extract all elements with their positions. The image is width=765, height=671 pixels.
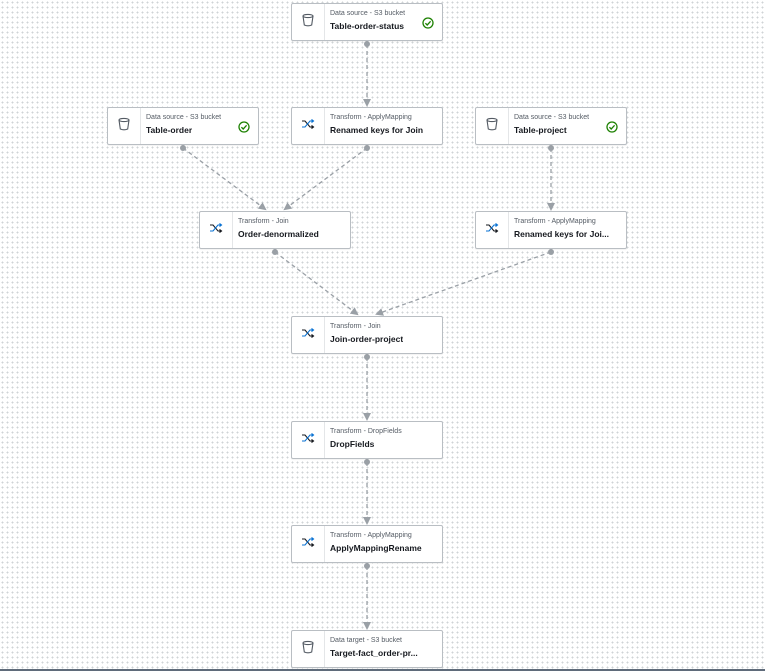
- node-table-order[interactable]: Data source - S3 bucket Table-order: [107, 107, 259, 145]
- edge-order_denorm-to-join_order_project: [274, 251, 359, 316]
- node-title: ApplyMappingRename: [330, 543, 422, 553]
- node-renamed-keys-for-join-2[interactable]: Transform - ApplyMapping Renamed keys fo…: [475, 211, 627, 249]
- edge-renamed_join2-to-join_order_project: [375, 251, 552, 316]
- shuffle-icon: [301, 431, 315, 450]
- node-kind-label: Data source - S3 bucket: [514, 114, 590, 121]
- node-title: Table-project: [514, 125, 567, 135]
- bucket-icon: [117, 117, 131, 136]
- node-kind-label: Transform - Join: [330, 323, 381, 330]
- node-join-order-project[interactable]: Transform - Join Join-order-project: [291, 316, 443, 354]
- edge-source-port[interactable]: [364, 459, 370, 465]
- node-table-order-status[interactable]: Data source - S3 bucket Table-order-stat…: [291, 3, 443, 41]
- node-kind-label: Data source - S3 bucket: [330, 10, 406, 17]
- edge-source-port[interactable]: [272, 249, 278, 255]
- check-icon: [238, 120, 250, 133]
- node-icon-cell: [476, 212, 509, 248]
- edge-source-port[interactable]: [548, 145, 554, 151]
- node-title: DropFields: [330, 439, 375, 449]
- edge-source-port[interactable]: [180, 145, 186, 151]
- node-icon-cell: [292, 526, 325, 562]
- node-title: Table-order-status: [330, 21, 404, 31]
- node-icon-cell: [200, 212, 233, 248]
- check-icon: [422, 16, 434, 29]
- node-renamed-keys-for-join[interactable]: Transform - ApplyMapping Renamed keys fo…: [291, 107, 443, 145]
- node-title: Join-order-project: [330, 334, 404, 344]
- shuffle-icon: [301, 326, 315, 345]
- node-kind-label: Transform - ApplyMapping: [330, 532, 412, 539]
- edge-source-port[interactable]: [364, 354, 370, 360]
- node-icon-cell: [292, 631, 325, 667]
- node-title: Order-denormalized: [238, 229, 319, 239]
- node-dropfields[interactable]: Transform - DropFields DropFields: [291, 421, 443, 459]
- node-kind-label: Data source - S3 bucket: [146, 114, 222, 121]
- bucket-icon: [301, 640, 315, 659]
- node-kind-label: Transform - ApplyMapping: [514, 218, 596, 225]
- edge-table_order-to-order_denorm: [182, 147, 267, 211]
- node-kind-label: Transform - DropFields: [330, 428, 402, 435]
- node-icon-cell: [108, 108, 141, 144]
- node-target-fact-order[interactable]: Data target - S3 bucket Target-fact_orde…: [291, 630, 443, 668]
- node-kind-label: Data target - S3 bucket: [330, 637, 402, 644]
- node-icon-cell: [292, 4, 325, 40]
- node-title: Renamed keys for Join: [330, 125, 424, 135]
- bucket-icon: [301, 13, 315, 32]
- bottom-divider: [0, 669, 765, 671]
- edge-source-port[interactable]: [364, 145, 370, 151]
- node-order-denormalized[interactable]: Transform - Join Order-denormalized: [199, 211, 351, 249]
- edge-source-port[interactable]: [548, 249, 554, 255]
- node-icon-cell: [292, 422, 325, 458]
- node-title: Table-order: [146, 125, 193, 135]
- node-kind-label: Transform - Join: [238, 218, 289, 225]
- edge-source-port[interactable]: [364, 563, 370, 569]
- edge-source-port[interactable]: [364, 41, 370, 47]
- check-icon: [606, 120, 618, 133]
- node-kind-label: Transform - ApplyMapping: [330, 114, 412, 121]
- node-icon-cell: [292, 108, 325, 144]
- node-icon-cell: [292, 317, 325, 353]
- node-table-project[interactable]: Data source - S3 bucket Table-project: [475, 107, 627, 145]
- shuffle-icon: [301, 117, 315, 136]
- node-title: Target-fact_order-pr...: [330, 648, 418, 658]
- shuffle-icon: [301, 535, 315, 554]
- node-icon-cell: [476, 108, 509, 144]
- edge-renamed_join-to-order_denorm: [283, 147, 368, 211]
- shuffle-icon: [209, 221, 223, 240]
- shuffle-icon: [485, 221, 499, 240]
- node-applymappingrename[interactable]: Transform - ApplyMapping ApplyMappingRen…: [291, 525, 443, 563]
- bucket-icon: [485, 117, 499, 136]
- node-title: Renamed keys for Joi...: [514, 229, 609, 239]
